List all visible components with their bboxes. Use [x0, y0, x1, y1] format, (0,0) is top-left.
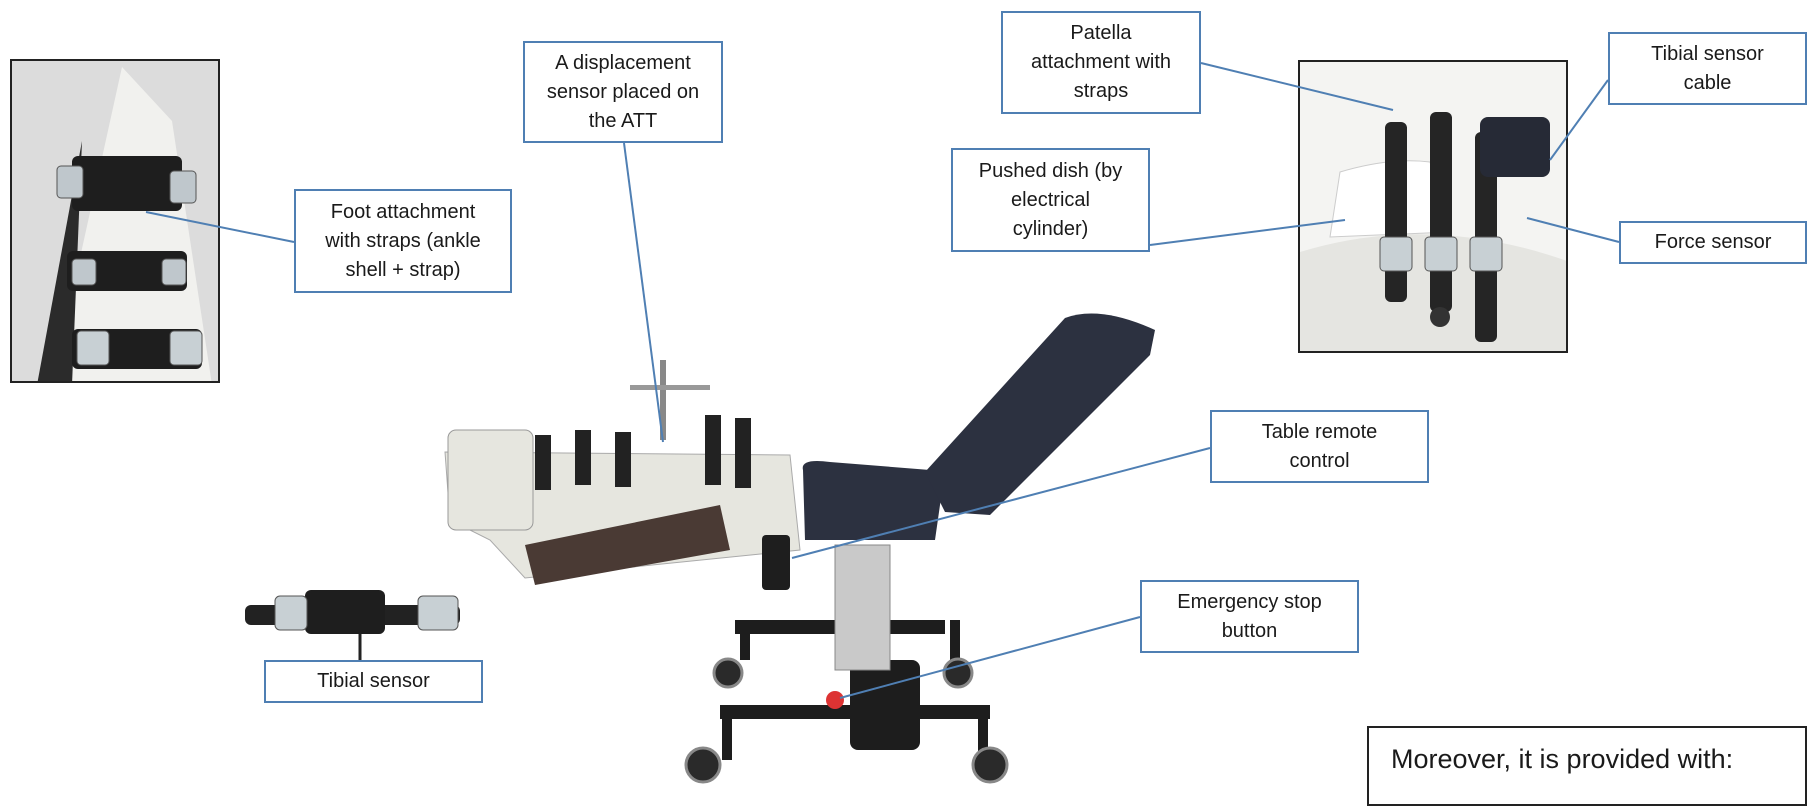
label-table-remote: Table remote control — [1210, 410, 1429, 483]
label-foot-attachment: Foot attachment with straps (ankle shell… — [294, 189, 512, 293]
label-patella-attachment: Patella attachment with straps — [1001, 11, 1201, 114]
note-box: Moreover, it is provided with: — [1367, 726, 1807, 806]
label-force-sensor: Force sensor — [1619, 221, 1807, 264]
label-displacement-sensor: A displacement sensor placed on the ATT — [523, 41, 723, 143]
leader-emergency-stop — [840, 617, 1140, 698]
patella-attachment-photo — [1298, 60, 1568, 353]
leader-displacement-sensor — [624, 143, 663, 442]
label-pushed-dish: Pushed dish (by electrical cylinder) — [951, 148, 1150, 252]
label-tibial-sensor-cable: Tibial sensor cable — [1608, 32, 1807, 105]
foot-attachment-photo — [10, 59, 220, 383]
label-emergency-stop: Emergency stop button — [1140, 580, 1359, 653]
leader-table-remote — [792, 448, 1210, 558]
label-tibial-sensor: Tibial sensor — [264, 660, 483, 703]
note-text: Moreover, it is provided with: — [1391, 744, 1733, 774]
